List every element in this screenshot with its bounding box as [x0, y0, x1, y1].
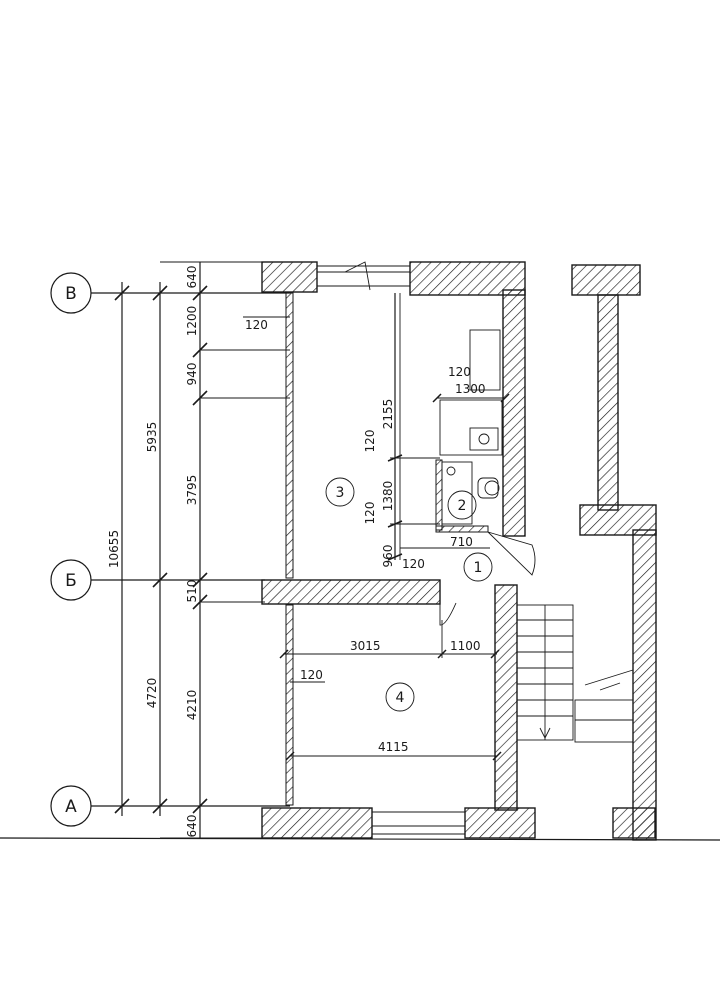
svg-text:120: 120	[300, 668, 323, 682]
kitchen-counter	[439, 399, 503, 456]
svg-text:4210: 4210	[185, 690, 199, 721]
svg-text:В: В	[65, 284, 77, 304]
dimension-chain-outer: 10655 5935 4720 640 1200 940 3795 510 42…	[107, 261, 290, 839]
svg-text:4115: 4115	[378, 740, 409, 754]
sink	[469, 427, 499, 451]
svg-text:510: 510	[185, 580, 199, 603]
svg-text:3: 3	[336, 485, 345, 501]
svg-text:710: 710	[450, 535, 473, 549]
svg-text:120: 120	[363, 502, 377, 525]
svg-text:10655: 10655	[107, 530, 121, 568]
svg-text:1200: 1200	[185, 306, 199, 337]
axis-marker-v: В	[50, 272, 290, 314]
svg-text:1380: 1380	[381, 481, 395, 512]
window-top	[317, 265, 410, 287]
svg-text:А: А	[65, 797, 77, 817]
bathtub	[441, 461, 473, 525]
svg-text:3015: 3015	[350, 639, 381, 653]
toilet	[477, 477, 500, 499]
room-label-2: 2	[447, 490, 477, 520]
svg-text:640: 640	[185, 266, 199, 289]
svg-text:1: 1	[474, 560, 483, 576]
ground-line	[0, 837, 720, 841]
svg-text:120: 120	[245, 318, 268, 332]
axis-marker-b: Б	[50, 559, 265, 601]
window-bottom	[372, 811, 465, 835]
svg-text:2155: 2155	[381, 399, 395, 430]
svg-text:960: 960	[381, 545, 395, 568]
svg-text:120: 120	[448, 365, 471, 379]
room-label-3: 3	[325, 477, 355, 507]
room-label-4: 4	[385, 682, 415, 712]
stair	[516, 604, 634, 743]
svg-text:1100: 1100	[450, 639, 481, 653]
door-swing	[344, 261, 536, 626]
svg-text:640: 640	[185, 815, 199, 838]
svg-text:940: 940	[185, 363, 199, 386]
svg-text:4720: 4720	[145, 678, 159, 709]
svg-text:Б: Б	[65, 571, 77, 591]
room-label-1: 1	[463, 552, 493, 582]
room-3-partitions	[394, 293, 503, 560]
svg-text:3795: 3795	[185, 475, 199, 506]
axis-marker-a: А	[50, 785, 290, 827]
svg-text:2: 2	[458, 498, 467, 514]
svg-text:120: 120	[402, 557, 425, 571]
walls	[261, 261, 657, 841]
svg-text:1300: 1300	[455, 382, 486, 396]
svg-text:5935: 5935	[145, 422, 159, 453]
room-dimensions: 120 120 1300 2155 120 1380 120 960 120 7…	[243, 316, 510, 761]
svg-text:120: 120	[363, 430, 377, 453]
svg-text:4: 4	[396, 690, 405, 706]
